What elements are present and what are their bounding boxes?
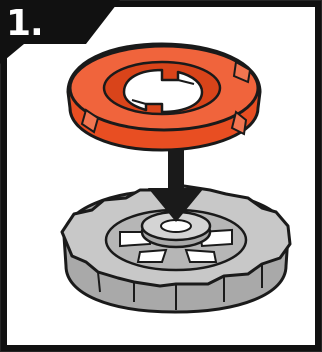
orange-bayonet-ring-icon bbox=[68, 44, 260, 150]
step-number: 1. bbox=[6, 2, 43, 46]
